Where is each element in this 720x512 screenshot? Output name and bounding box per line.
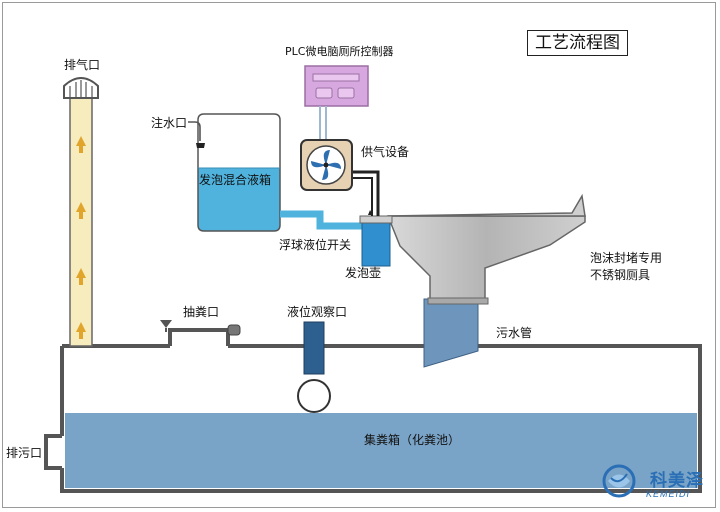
air-supply-fan: [300, 139, 353, 191]
foam-tank-label: 发泡混合液箱: [199, 173, 272, 187]
exhaust-pipe: [69, 96, 93, 347]
plc-controller: [304, 65, 369, 107]
exhaust-cap: [63, 77, 99, 99]
foam-pot: [361, 221, 391, 267]
exhaust-port-label: 排气口: [64, 58, 101, 72]
air-supply-pipe: [352, 170, 380, 216]
tank-water: [65, 413, 697, 488]
suction-port-cap: [227, 324, 241, 336]
diagram-title: 工艺流程图: [527, 30, 628, 56]
brand-logo-name: 科美泽: [650, 471, 704, 491]
suction-port-label: 抽粪口: [183, 305, 220, 319]
collection-tank-label: 集粪箱（化粪池）: [364, 433, 461, 447]
level-window-label: 液位观察口: [287, 305, 348, 319]
air-supply-label: 供气设备: [361, 145, 410, 159]
toilet-label-line2: 不锈钢厕具: [590, 268, 651, 282]
toilet-fixture: [386, 193, 586, 305]
level-float-ball: [297, 379, 331, 413]
plc-controller-label: PLC微电脑厕所控制器: [285, 45, 394, 58]
sewage-pipe-label: 污水管: [496, 326, 533, 340]
suction-port: [168, 328, 230, 346]
toilet-label-line1: 泡沫封堵专用: [590, 251, 663, 265]
foam-pot-label: 发泡壶: [345, 266, 382, 280]
float-switch-label: 浮球液位开关: [279, 238, 352, 252]
drain-port: [44, 434, 62, 470]
sewage-pipe: [423, 298, 479, 368]
collection-tank-outline: [60, 344, 702, 493]
suction-valve-icon: [160, 320, 172, 332]
level-observation-pipe: [303, 321, 325, 375]
foam-mix-tank: [197, 113, 281, 232]
brand-logo-icon: [602, 464, 636, 498]
water-inlet-nozzle: [188, 121, 205, 148]
foam-liquid-pipe: [280, 210, 362, 230]
brand-logo-sub: KEMEIDI: [646, 489, 691, 499]
drain-port-label: 排污口: [6, 446, 43, 460]
water-inlet-label: 注水口: [151, 116, 188, 130]
exhaust-flow-arrows: [76, 136, 86, 339]
